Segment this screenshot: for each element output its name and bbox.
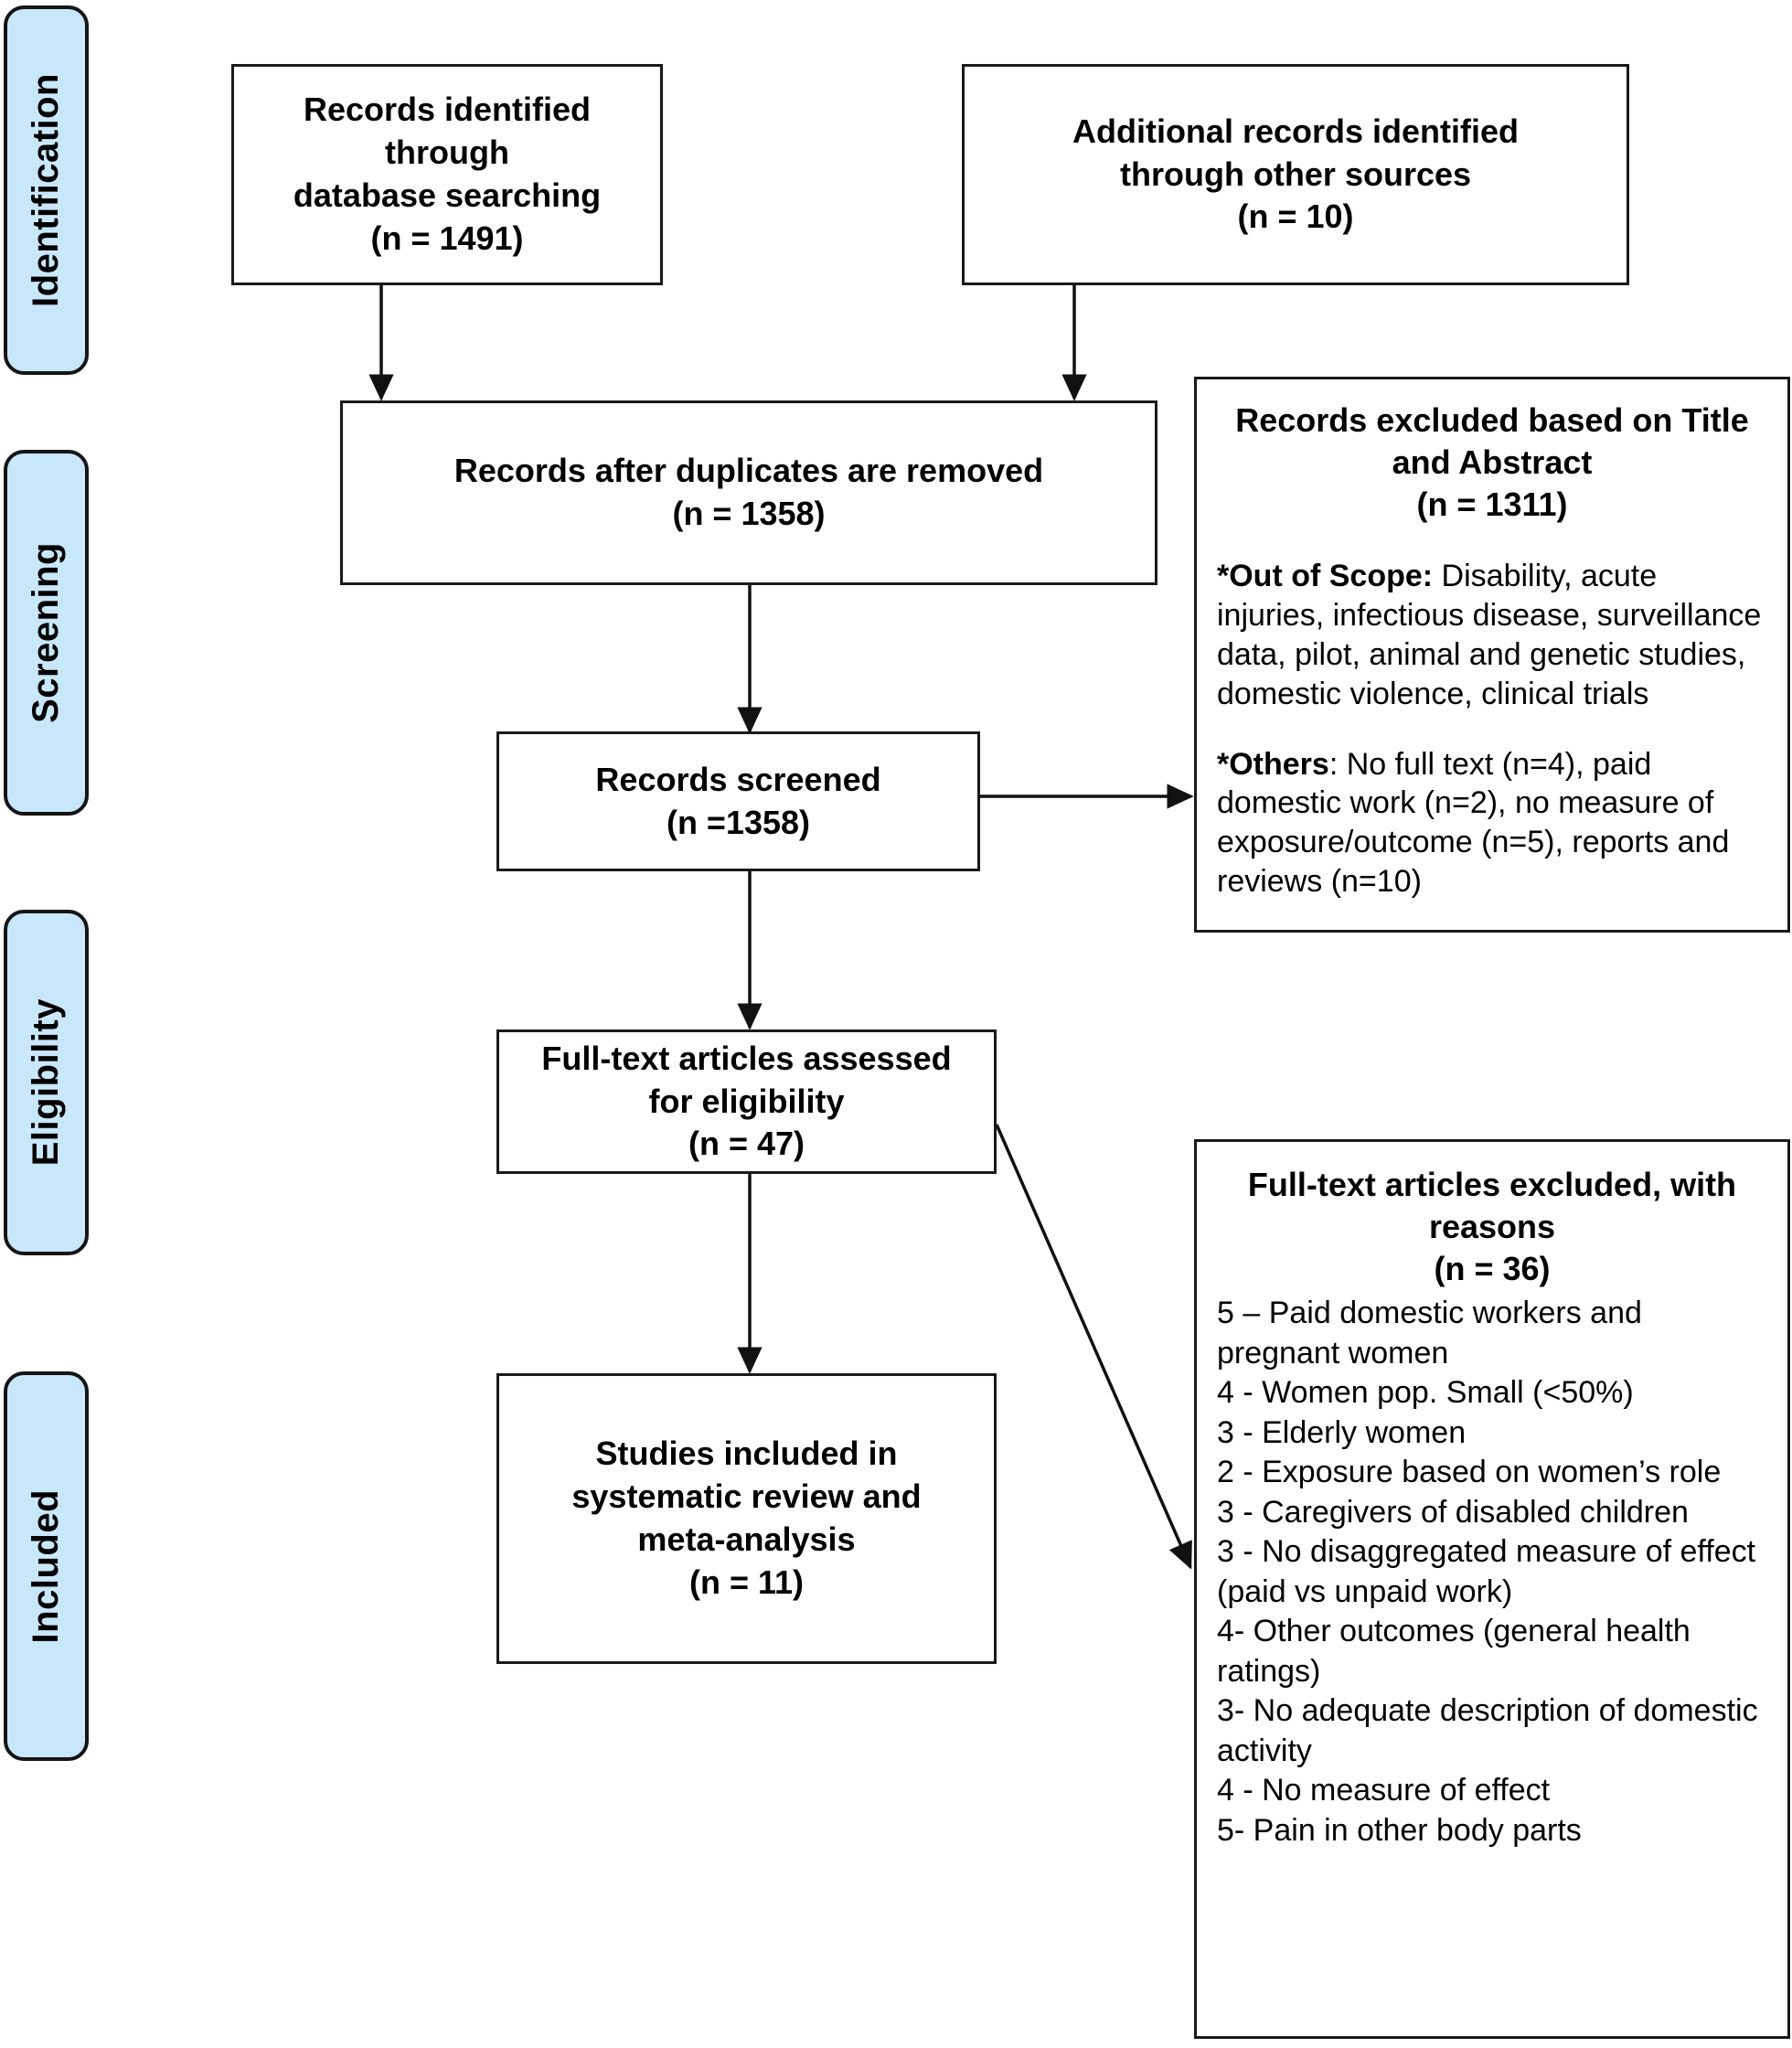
- box-studies-included-line1: Studies included in: [595, 1435, 898, 1473]
- reason-item: 5- Pain in other body parts: [1217, 1812, 1582, 1848]
- out-of-scope-label: *Out of Scope:: [1217, 559, 1434, 594]
- reason-item: 3 - Elderly women: [1217, 1414, 1467, 1450]
- box-studies-included-line2: systematic review and: [571, 1477, 922, 1516]
- box-records-screened: Records screened (n =1358): [496, 731, 980, 871]
- box-records-identified: Records identified through database sear…: [231, 64, 663, 285]
- box-after-duplicates-count: (n = 1358): [672, 495, 826, 532]
- box-fulltext-assessed-line2: for eligibility: [648, 1082, 845, 1120]
- box-fulltext-excluded: Full-text articles excluded, with reason…: [1194, 1139, 1790, 2039]
- box-fulltext-assessed-count: (n = 47): [688, 1125, 805, 1163]
- box-additional-records: Additional records identified through ot…: [962, 64, 1629, 285]
- stage-tab-identification: Identification: [4, 5, 89, 375]
- fulltext-excluded-reason-list: 5 – Paid domestic workers and pregnant w…: [1217, 1294, 1767, 1851]
- box-records-excluded: Records excluded based on Title and Abst…: [1194, 377, 1790, 933]
- out-of-scope-text: Disability, acute injuries, infectious d…: [1217, 559, 1762, 711]
- others-label: *Others: [1217, 746, 1329, 782]
- reason-item: 4 - No measure of effect: [1217, 1773, 1551, 1808]
- arrow-fulltext-to-fulltext-excluded: [995, 1124, 1192, 1570]
- box-additional-records-line1: Additional records identified: [1072, 112, 1520, 150]
- box-studies-included-line3: meta-analysis: [637, 1520, 856, 1558]
- stage-tab-eligibility: Eligibility: [4, 910, 89, 1255]
- box-studies-included: Studies included in systematic review an…: [496, 1373, 997, 1664]
- box-records-screened-count: (n =1358): [666, 803, 811, 841]
- reason-item: 5 – Paid domestic workers and pregnant w…: [1217, 1296, 1642, 1371]
- box-records-identified-line2: database searching: [293, 176, 602, 214]
- box-additional-records-count: (n = 10): [1237, 197, 1354, 236]
- reason-item: 4 - Women pop. Small (<50%): [1217, 1375, 1634, 1411]
- box-after-duplicates: Records after duplicates are removed (n …: [340, 400, 1157, 585]
- stage-tab-screening-label: Screening: [26, 542, 66, 723]
- reason-item: 4- Other outcomes (general health rating…: [1217, 1614, 1691, 1689]
- box-records-excluded-line1: Records excluded based on Title: [1235, 401, 1749, 439]
- box-additional-records-line2: through other sources: [1119, 155, 1472, 193]
- box-fulltext-excluded-line2: reasons: [1428, 1208, 1556, 1246]
- reason-item: 3 - Caregivers of disabled children: [1217, 1494, 1689, 1530]
- box-records-identified-count: (n = 1491): [370, 219, 524, 257]
- box-fulltext-assessed-line1: Full-text articles assessed: [541, 1039, 952, 1077]
- records-excluded-others: *Others: No full text (n=4), paid domest…: [1217, 745, 1767, 901]
- reason-item: 3 - No disaggregated measure of effect (…: [1217, 1534, 1756, 1609]
- box-records-identified-line1: Records identified through: [303, 91, 592, 172]
- box-records-screened-line1: Records screened: [595, 760, 881, 798]
- records-excluded-out-of-scope: *Out of Scope: Disability, acute injurie…: [1217, 557, 1767, 713]
- box-fulltext-excluded-line1: Full-text articles excluded, with: [1247, 1166, 1737, 1203]
- stage-tab-eligibility-label: Eligibility: [26, 998, 66, 1167]
- box-records-excluded-count: (n = 1311): [1416, 485, 1568, 524]
- stage-tab-screening: Screening: [4, 450, 89, 816]
- reason-item: 2 - Exposure based on women’s role: [1217, 1455, 1722, 1490]
- others-text: : No full text (n=4), paid domestic work…: [1217, 746, 1730, 900]
- stage-tab-identification-label: Identification: [26, 73, 66, 307]
- box-after-duplicates-line1: Records after duplicates are removed: [453, 452, 1044, 490]
- stage-tab-included: Included: [4, 1371, 89, 1761]
- box-studies-included-count: (n = 11): [688, 1563, 805, 1601]
- box-records-excluded-line2: and Abstract: [1392, 443, 1593, 482]
- reason-item: 3- No adequate description of domestic a…: [1217, 1693, 1758, 1768]
- box-fulltext-excluded-count: (n = 36): [1434, 1250, 1551, 1288]
- stage-tab-included-label: Included: [26, 1488, 66, 1644]
- box-fulltext-assessed: Full-text articles assessed for eligibil…: [496, 1029, 997, 1174]
